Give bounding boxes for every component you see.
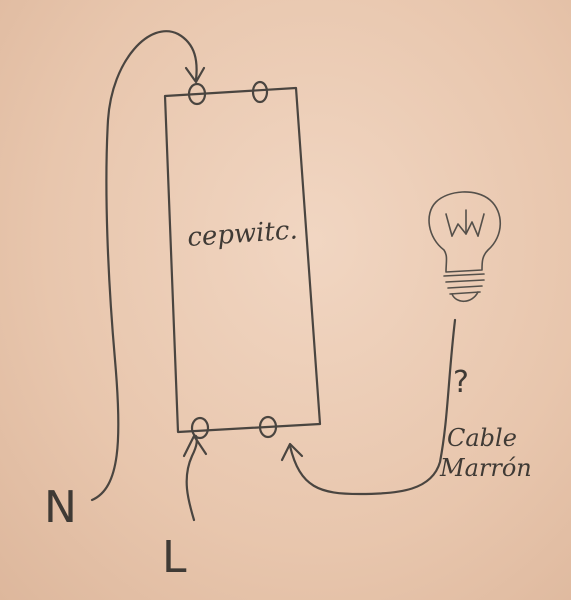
neutral-arrowhead: [184, 66, 206, 84]
cable-label-line1: Cable: [447, 424, 517, 452]
terminal-top-right: [251, 80, 269, 104]
terminal-bottom-left: [190, 416, 210, 440]
live-label: L: [162, 532, 187, 583]
device-box: [163, 86, 322, 434]
terminal-top-left: [187, 82, 207, 106]
lamp-wire: [280, 318, 457, 496]
terminal-bottom-right: [258, 415, 278, 439]
device-label: cepwitc.: [186, 215, 298, 253]
live-arrowhead: [182, 434, 208, 458]
light-bulb-icon: [428, 191, 502, 303]
neutral-wire: [90, 30, 206, 502]
live-wire: [182, 434, 208, 522]
neutral-label: N: [44, 482, 77, 533]
question-mark: ?: [453, 365, 469, 400]
cable-label-line2: Marrón: [439, 454, 532, 482]
lamp-wire-arrowhead: [280, 442, 304, 462]
